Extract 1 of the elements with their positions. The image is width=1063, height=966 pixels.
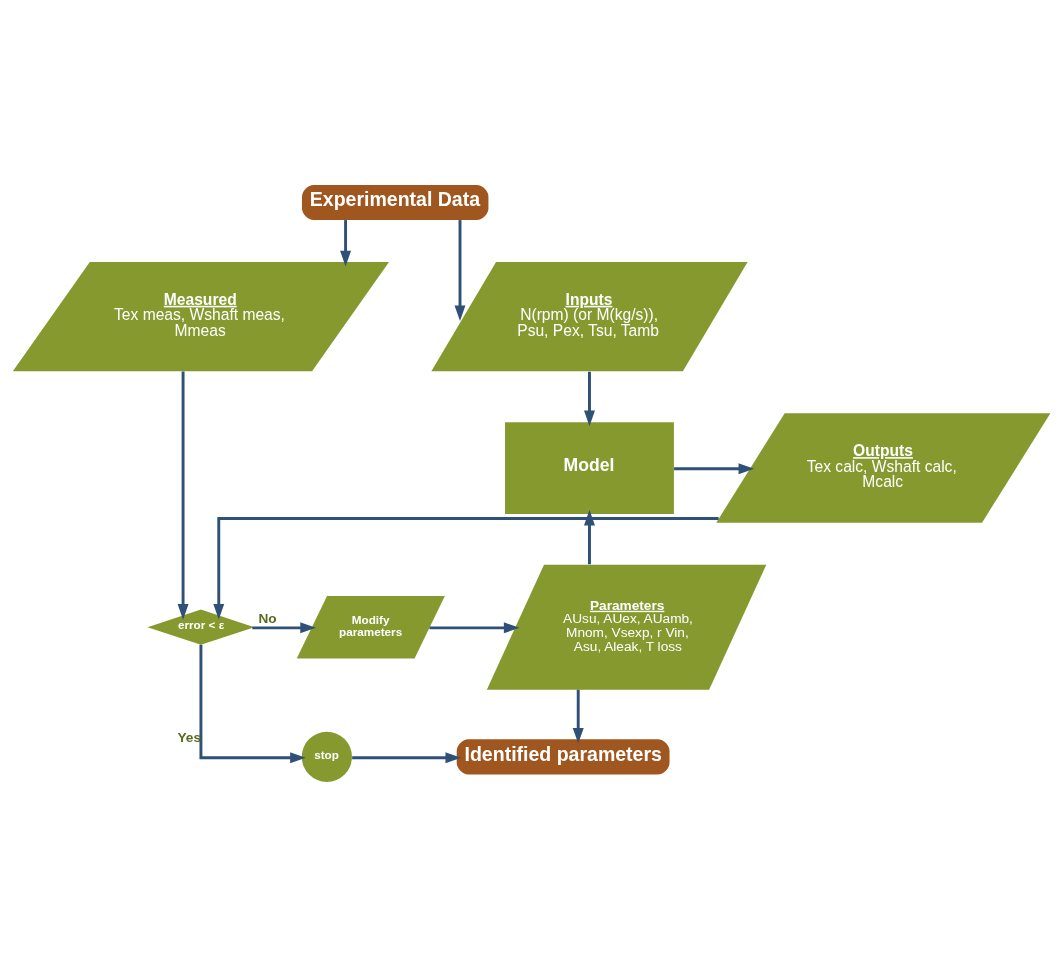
- edge-label: No: [258, 610, 277, 626]
